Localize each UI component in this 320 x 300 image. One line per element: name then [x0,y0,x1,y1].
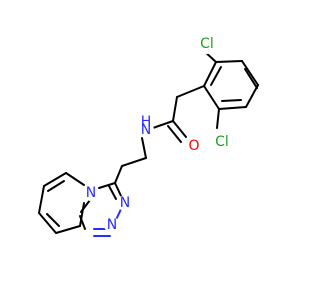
bond [47,180,65,192]
chlorine-atom-top: Cl [200,36,214,52]
bond [152,120,174,129]
bond [216,108,220,129]
bond [108,185,117,200]
bond [55,225,81,234]
bond [43,172,67,187]
bridgehead-nitrogen-atom: N [86,185,96,201]
bond [65,172,85,186]
bond [167,125,182,143]
bond-lines [38,49,259,237]
bond [210,66,222,86]
bond [244,68,258,89]
bond [172,120,187,138]
bond [46,213,60,227]
triazole-nitrogen-atom: N [107,217,117,233]
chlorine-atom-bottom: Cl [215,134,229,150]
bond [221,99,242,102]
amide-nitrogen-atom: N [141,122,151,138]
bond [215,60,243,63]
bond [38,212,57,234]
bond [203,85,220,110]
bond [203,61,217,87]
amide-hydrogen-atom: H [141,114,152,130]
bond [121,157,147,167]
atom-labels: Cl Cl O N H N N N [83,34,232,233]
bond [172,96,178,122]
bond [241,60,259,86]
molecule-structure-diagram: Cl Cl O N H N N N [38,34,259,237]
bond [114,182,123,199]
bond [218,106,247,110]
bond [79,202,85,227]
bond [176,85,205,98]
bond [114,165,123,184]
bond [98,182,116,189]
bond [141,137,147,159]
bond [38,185,45,214]
carbonyl-oxygen-atom: O [188,138,199,154]
triazole-nitrogen-atom: N [120,195,130,211]
bond [245,84,259,108]
